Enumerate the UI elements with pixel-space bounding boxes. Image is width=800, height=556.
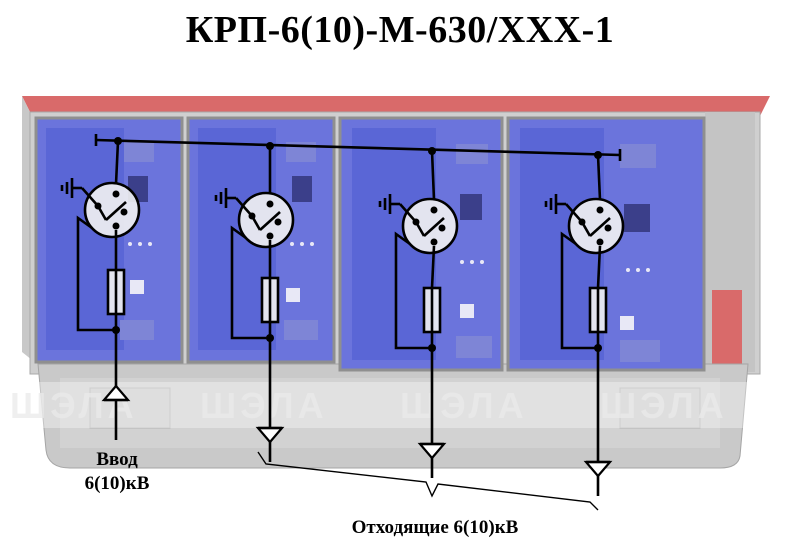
switch-link-1 (96, 205, 108, 221)
switch-blade-1 (105, 201, 127, 221)
busbar (95, 138, 621, 157)
earth-lead-2 (235, 197, 253, 217)
switch-link-4 (580, 221, 592, 237)
switch-blade-4 (589, 217, 611, 237)
contact-1-d (112, 222, 120, 230)
watermark-text-3: ШЭЛА (400, 385, 528, 426)
switch-blade-3 (423, 217, 445, 237)
drop-line-1 (114, 140, 120, 185)
earth-lead-1 (81, 187, 99, 207)
contact-3-d (430, 238, 438, 246)
drop-line-4 (596, 154, 602, 201)
switch-blade-2 (259, 211, 281, 231)
contact-2-a (266, 200, 274, 208)
contact-3-a (430, 206, 438, 214)
diagram-title: КРП-6(10)-М-630/ХХХ-1 (185, 9, 615, 51)
contact-4-a (596, 206, 604, 214)
earth-lead-4 (565, 203, 583, 223)
disconnector-symbol-4 (567, 197, 625, 255)
watermark-text-2: ШЭЛА (200, 385, 328, 426)
switch-link-2 (250, 215, 262, 231)
switch-link-3 (414, 221, 426, 237)
disconnector-symbol-3 (401, 197, 459, 255)
contact-4-d (596, 238, 604, 246)
bypass-loop-4 (560, 231, 598, 350)
bypass-loop-2 (230, 225, 270, 340)
contact-2-d (266, 232, 274, 240)
to-fuse-3 (430, 245, 436, 289)
watermark-text-4: ШЭЛА (600, 385, 728, 426)
contact-1-a (112, 190, 120, 198)
cell-schematics (60, 137, 625, 496)
roof (22, 96, 770, 116)
to-fuse-4 (596, 245, 602, 289)
earth-lead-3 (399, 203, 417, 223)
schematic (94, 134, 622, 161)
cable-termination-4 (583, 460, 613, 478)
disconnector-symbol-1 (83, 181, 141, 239)
watermark: ШЭЛА ШЭЛА ШЭЛА ШЭЛА (0, 382, 800, 428)
input-label-line-2: 6(10)кВ (84, 473, 150, 494)
disconnector-symbol-2 (237, 191, 295, 249)
contact-2-c (274, 218, 282, 226)
input-label-line-1: Ввод (96, 449, 138, 470)
outgoing-bracket (257, 451, 599, 511)
contact-3-c (438, 224, 446, 232)
bypass-loop-1 (76, 215, 116, 332)
bypass-loop-3 (394, 231, 432, 350)
contact-1-c (120, 208, 128, 216)
contact-4-c (604, 224, 612, 232)
outgoing-label: Отходящие 6(10)кВ (351, 517, 519, 538)
input-label: Ввод 6(10)кВ (62, 448, 172, 496)
drop-line-3 (430, 150, 436, 201)
